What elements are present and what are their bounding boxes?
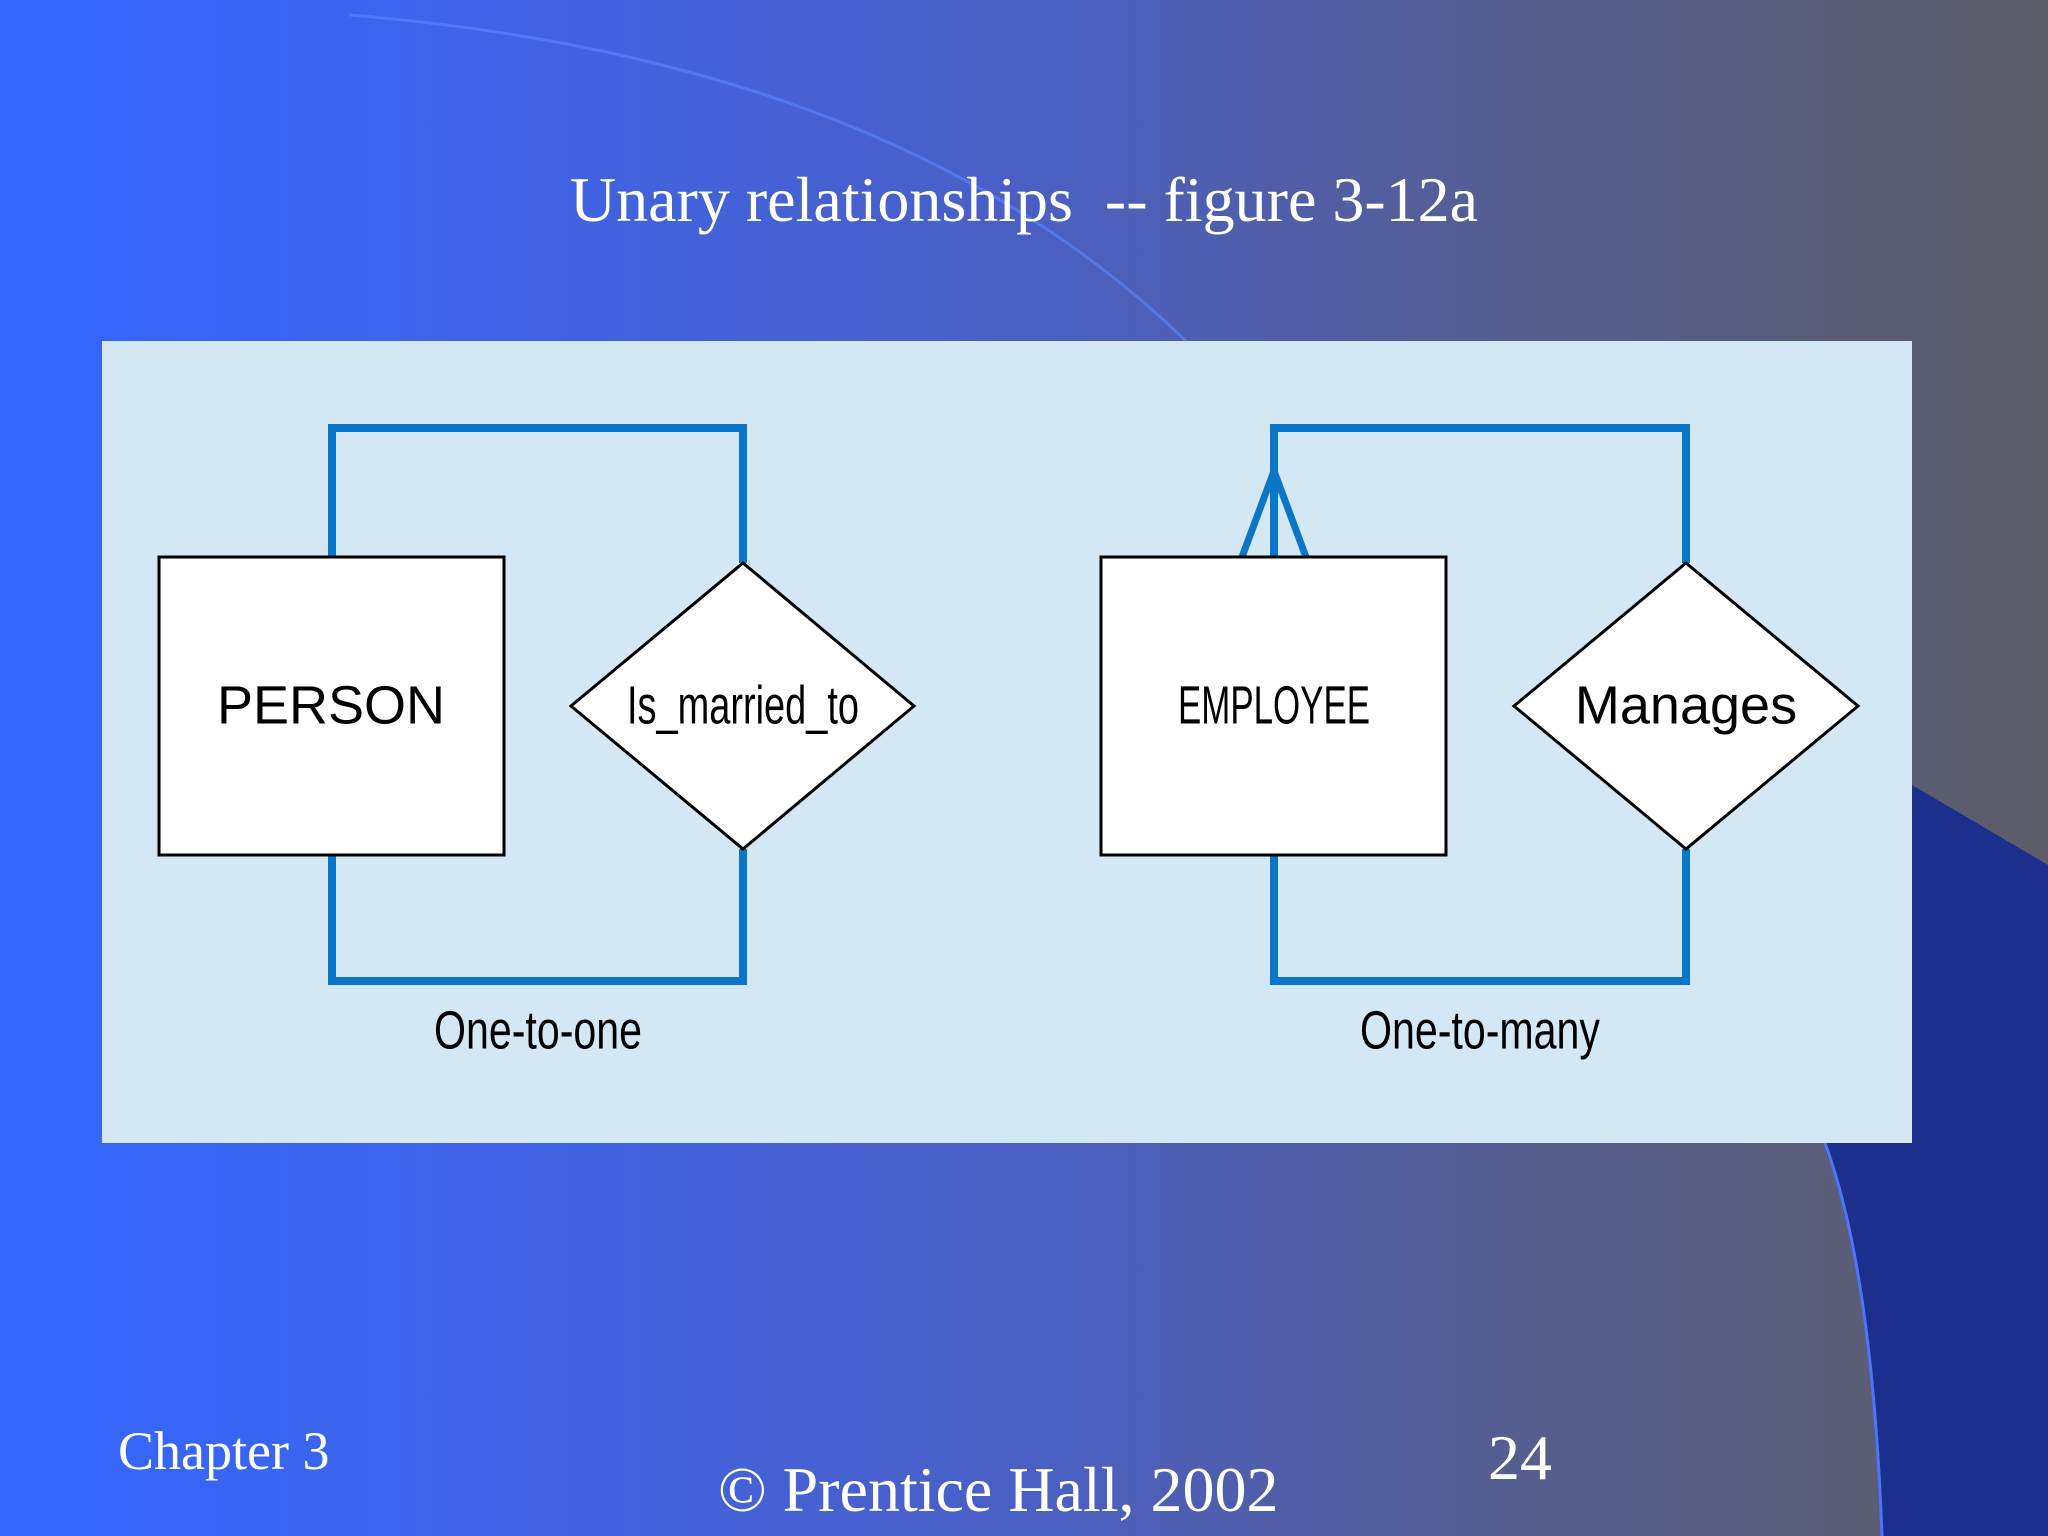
page-number: 24 <box>1488 1422 1552 1493</box>
is-married-to-relationship-label: Is_married_to <box>627 675 859 735</box>
slide-title: Unary relationships -- figure 3-12a <box>569 164 1479 235</box>
decorative-corner-shape <box>1825 785 2048 1536</box>
employee-entity-box <box>1099 555 1448 857</box>
manages-relationship-label: Manages <box>1575 675 1797 735</box>
employee-entity-label: EMPLOYEE <box>1178 675 1370 735</box>
one-to-many-connector <box>1270 424 1690 985</box>
one-to-many-caption: One-to-many <box>1360 1000 1600 1060</box>
person-entity-label: PERSON <box>217 675 445 735</box>
footer-chapter: Chapter 3 <box>118 1421 330 1481</box>
is-married-to-relationship-diamond <box>568 561 917 851</box>
er-diagram-panel: PERSON Is_married_to EMPLOYEE Manages On… <box>102 341 1912 1143</box>
er-diagram: PERSON Is_married_to EMPLOYEE Manages On… <box>157 424 1861 1060</box>
one-to-one-caption: One-to-one <box>434 1000 642 1060</box>
one-to-one-connector <box>328 424 747 985</box>
crows-foot-icon <box>1238 460 1310 559</box>
manages-relationship-diamond <box>1511 561 1861 851</box>
decorative-arc-line <box>349 13 1192 347</box>
footer-copyright: © Prentice Hall, 2002 <box>718 1454 1279 1525</box>
decorative-corner-edge <box>1823 1142 1884 1536</box>
person-entity-box <box>157 555 506 857</box>
